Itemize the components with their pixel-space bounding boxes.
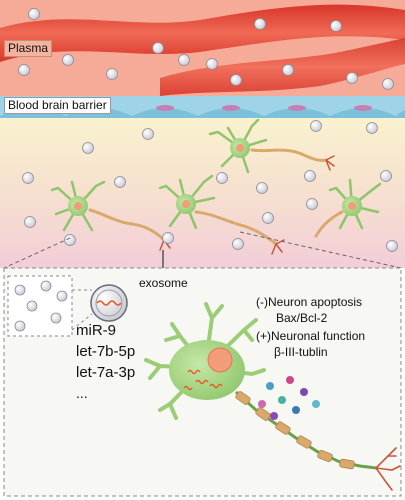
neuron-3-nucleus <box>182 200 190 208</box>
mirna-label-mir-9: miR-9 <box>76 322 116 339</box>
brain-tissue-region <box>0 118 405 268</box>
mirna-label-let-7b-5p: let-7b-5p <box>76 343 136 360</box>
exosome-label: exosome <box>139 276 188 290</box>
large-neuron-dendrites <box>144 302 266 420</box>
blood-vessel-band-upper <box>0 4 405 62</box>
intracellular-mirna <box>183 369 223 391</box>
neuron-3 <box>158 174 285 255</box>
blood-brain-barrier-label: Blood brain barrier <box>4 97 111 114</box>
plasma-label: Plasma <box>4 40 53 57</box>
zoom-connector-lines <box>3 231 402 269</box>
neuron-4 <box>314 178 382 238</box>
mirna-label-let-7a-3p: let-7a-3p <box>76 364 136 381</box>
inset-connector <box>71 289 93 331</box>
large-neuron-nucleus <box>207 347 233 373</box>
exosomes-plasma <box>18 8 394 90</box>
neuron-2-nucleus <box>74 202 82 210</box>
mirna-label-ellipsis: ... <box>76 385 88 401</box>
neuron-1-nucleus <box>236 144 244 152</box>
mirna-cargo-strand <box>96 300 122 306</box>
large-neuron-soma <box>169 340 245 400</box>
large-neuron-axon <box>234 390 401 491</box>
released-vesicles <box>258 376 320 420</box>
exosomes-brain <box>22 120 398 252</box>
neuron-4-nucleus <box>348 202 356 210</box>
effect-neuron-apoptosis: (-)Neuron apoptosis <box>256 295 363 309</box>
blood-vessel-band-lower <box>160 38 405 96</box>
inset-exosomes <box>14 280 68 332</box>
neuron-1 <box>208 118 335 174</box>
effect-bax-bcl2: Bax/Bcl-2 <box>276 311 328 325</box>
effect-beta-iii-tubulin: β-III-tublin <box>274 345 328 359</box>
large-exosome-inner-membrane <box>95 289 123 317</box>
effect-neuronal-function: (+)Neuronal function <box>256 329 366 343</box>
